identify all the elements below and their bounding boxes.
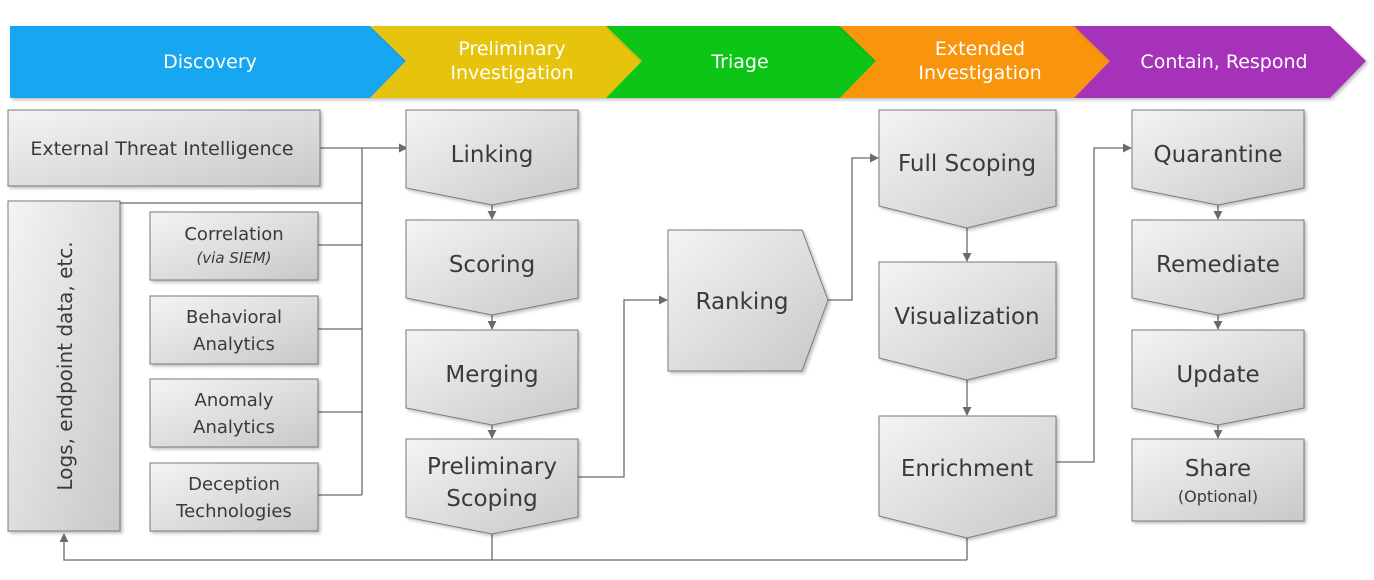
enrichment-label: Enrichment <box>901 456 1033 482</box>
connectors <box>59 143 1223 561</box>
behavioral-analytics-box <box>149 295 319 365</box>
connector-prelim-scoping-to-ranking <box>578 295 668 478</box>
phase-arrow-preliminary <box>370 26 642 98</box>
quarantine-label: Quarantine <box>1153 142 1282 168</box>
full-scoping-label: Full Scoping <box>898 151 1036 177</box>
phase-label-respond: Contain, Respond <box>1140 51 1307 73</box>
logs-box <box>7 200 121 532</box>
anomaly-analytics-box <box>149 378 319 448</box>
enrichment-box <box>878 415 1057 539</box>
full-scoping-box <box>878 109 1057 229</box>
scoring-label: Scoring <box>449 252 535 278</box>
phase-arrow-triage <box>606 26 876 98</box>
phase-label-triage: Triage <box>710 51 768 73</box>
merging-box <box>405 329 579 426</box>
preliminary-scoping-box <box>405 438 579 535</box>
extended-column: Full Scoping Visualization Enrichment <box>878 109 1057 539</box>
external-threat-intel-box <box>7 109 321 187</box>
remediate-label: Remediate <box>1156 252 1280 278</box>
quarantine-box <box>1131 109 1305 206</box>
logs-label: Logs, endpoint data, etc. <box>53 241 77 490</box>
respond-column: Quarantine Remediate Update Share(Option… <box>1131 109 1305 522</box>
phase-arrow-respond <box>1074 26 1366 98</box>
phase-arrow-extended <box>840 26 1110 98</box>
triage-column: Ranking <box>667 229 829 372</box>
remediate-box <box>1131 219 1305 316</box>
ranking-label: Ranking <box>695 289 788 315</box>
connector-feedback-loop <box>59 533 493 561</box>
correlation-label: Correlation(via SIEM) <box>184 224 283 267</box>
update-box <box>1131 329 1305 426</box>
discovery-column: External Threat Intelligence Logs, endpo… <box>7 109 321 532</box>
linking-box <box>405 109 579 206</box>
linking-label: Linking <box>451 142 534 168</box>
external-threat-intel-label: External Threat Intelligence <box>30 138 293 160</box>
deception-technologies-box <box>149 462 319 532</box>
share-label: Share(Optional) <box>1178 456 1258 506</box>
scoring-box <box>405 219 579 316</box>
visualization-box <box>878 261 1057 381</box>
ranking-box <box>667 229 829 372</box>
visualization-label: Visualization <box>894 304 1039 330</box>
update-label: Update <box>1176 362 1259 388</box>
share-box <box>1131 438 1305 522</box>
phase-arrow-discovery <box>10 26 406 98</box>
connector-enrichment-to-quarantine <box>1056 143 1132 463</box>
merging-label: Merging <box>445 362 538 388</box>
correlation-box <box>149 211 319 281</box>
phase-label-discovery: Discovery <box>163 51 257 73</box>
connector-ranking-to-full-scoping <box>828 153 879 301</box>
